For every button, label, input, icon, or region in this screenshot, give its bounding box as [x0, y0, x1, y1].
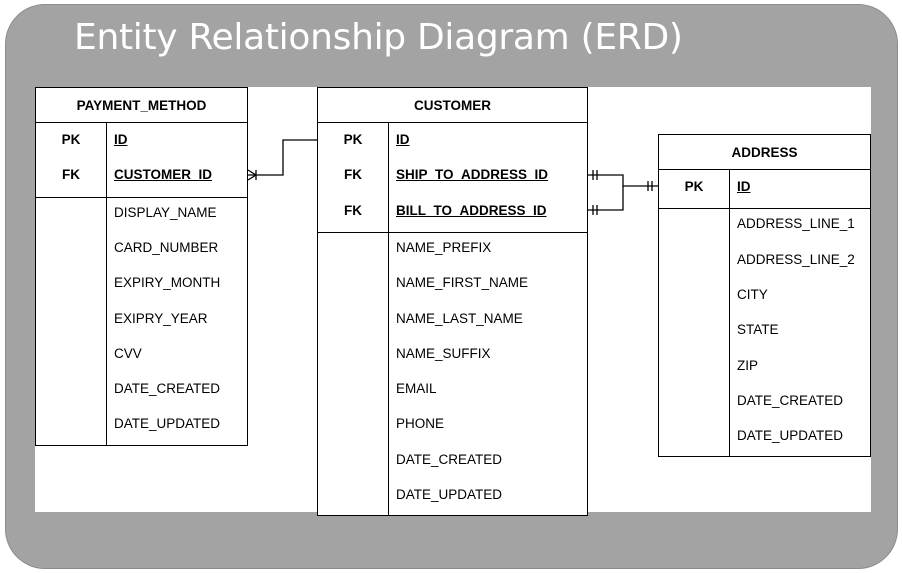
attribute-field[interactable]: EMAIL: [396, 381, 437, 397]
attribute-field[interactable]: EXPIRY_MONTH: [114, 275, 221, 291]
page-title: Entity Relationship Diagram (ERD): [74, 17, 683, 58]
relationship-ship-address-line: [588, 174, 658, 187]
entity-title: ADDRESS: [659, 135, 870, 170]
entity-payment-method[interactable]: PAYMENT_METHOD PK ID FK CUSTOMER_ID DISPLAY_N…: [35, 87, 248, 446]
attribute-field[interactable]: NAME_FIRST_NAME: [396, 275, 529, 291]
key-field[interactable]: ID: [396, 132, 410, 147]
attribute-field[interactable]: NAME_PREFIX: [396, 239, 492, 255]
attribute-field[interactable]: CARD_NUMBER: [114, 239, 219, 255]
section-divider: [36, 196, 247, 198]
attribute-field[interactable]: NAME_SUFFIX: [396, 345, 491, 361]
key-field[interactable]: CUSTOMER_ID: [114, 167, 213, 183]
attribute-field[interactable]: DATE_UPDATED: [114, 416, 221, 432]
key-field[interactable]: BILL_TO_ADDRESS_ID: [396, 202, 547, 218]
attribute-field[interactable]: NAME_LAST_NAME: [396, 310, 523, 326]
attribute-field[interactable]: DATE_CREATED: [737, 392, 844, 408]
key-type-pk: PK: [343, 132, 363, 147]
entity-title: CUSTOMER: [318, 88, 587, 123]
attribute-field[interactable]: EXIPRY_YEAR: [114, 310, 208, 326]
column-divider: [388, 123, 389, 516]
key-field[interactable]: SHIP_TO_ADDRESS_ID: [396, 167, 549, 183]
attribute-field[interactable]: DISPLAY_NAME: [114, 204, 217, 220]
crow-foot-prong-top: [247, 169, 257, 176]
key-field[interactable]: ID: [114, 132, 128, 147]
attribute-field[interactable]: CITY: [737, 286, 768, 302]
key-type-fk: FK: [62, 167, 80, 183]
attribute-field[interactable]: PHONE: [396, 416, 445, 432]
key-type-pk: PK: [684, 179, 704, 194]
attribute-field[interactable]: ADDRESS_LINE_1: [737, 216, 855, 232]
entity-customer[interactable]: CUSTOMER PK ID FK SHIP_TO_ADDRESS_ID FK BILL_T…: [317, 87, 588, 517]
key-type-fk: FK: [344, 202, 362, 218]
column-divider: [729, 170, 730, 457]
diagram-canvas: PAYMENT_METHOD PK ID FK CUSTOMER_ID DISPLAY_N…: [35, 87, 871, 517]
entity-title: PAYMENT_METHOD: [36, 88, 247, 123]
attribute-field[interactable]: DATE_UPDATED: [737, 428, 844, 444]
attribute-field[interactable]: DATE_CREATED: [114, 381, 221, 397]
column-divider: [106, 123, 107, 445]
relationship-bill-address-line: [588, 186, 624, 211]
attribute-field[interactable]: CVV: [114, 345, 142, 361]
key-type-fk: FK: [344, 167, 362, 183]
key-field[interactable]: ID: [737, 179, 751, 194]
attribute-field[interactable]: DATE_CREATED: [396, 451, 503, 467]
attribute-field[interactable]: ADDRESS_LINE_2: [737, 251, 855, 267]
section-divider: [659, 208, 870, 210]
key-type-pk: PK: [61, 132, 81, 147]
relationship-lines: [247, 139, 658, 215]
relationship-payment-customer-line: [248, 139, 317, 176]
attribute-field[interactable]: ZIP: [737, 357, 759, 373]
section-divider: [318, 231, 587, 233]
attribute-field[interactable]: STATE: [737, 322, 779, 338]
crow-foot-prong-bottom: [247, 174, 257, 181]
attribute-field[interactable]: DATE_UPDATED: [396, 487, 503, 502]
